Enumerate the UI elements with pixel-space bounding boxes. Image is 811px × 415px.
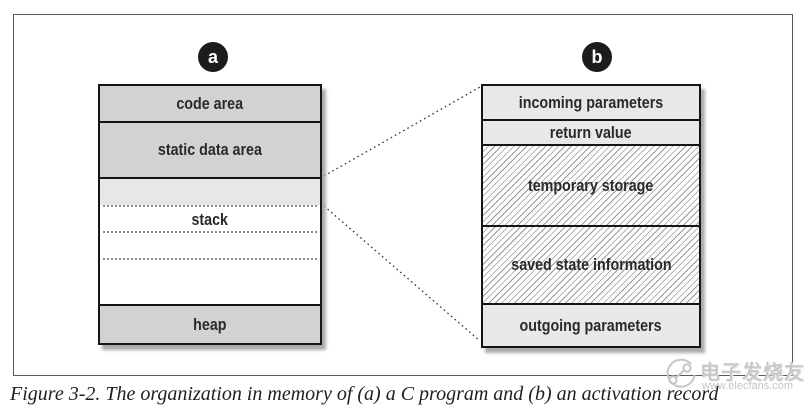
memory-diagram-a: code area static data area stack heap (98, 84, 322, 345)
section-heap-label: heap (193, 314, 227, 334)
stack-frame-divider-3 (103, 258, 317, 260)
section-stack-label-wrap: stack (100, 210, 320, 230)
section-return-value: return value (483, 121, 699, 146)
section-outgoing-parameters-label: outgoing parameters (519, 315, 663, 335)
section-saved-state-information-label: saved state information (510, 255, 672, 274)
section-stack: stack (100, 179, 320, 306)
badge-b: b (582, 42, 612, 72)
section-incoming-parameters-label: incoming parameters (518, 92, 664, 112)
watermark-url-text: www.elecfans.com (702, 380, 794, 392)
watermark-brand-text: 电子发烧友 (700, 362, 805, 384)
figure-caption: Figure 3-2. The organization in memory o… (10, 383, 719, 405)
section-outgoing-parameters: outgoing parameters (483, 305, 699, 346)
stack-shaded-band (100, 179, 320, 205)
section-static-data-area: static data area (100, 123, 320, 179)
section-temporary-storage: temporary storage (483, 146, 699, 227)
section-heap: heap (100, 306, 320, 343)
badge-a: a (198, 42, 228, 72)
section-code-area-label: code area (176, 93, 244, 113)
section-return-value-label: return value (550, 122, 632, 142)
elecfans-logo-icon (666, 358, 696, 388)
section-stack-label: stack (191, 210, 229, 229)
section-static-data-area-label: static data area (157, 140, 262, 159)
section-code-area: code area (100, 86, 320, 123)
activation-record-diagram-b: incoming parameters return value tempora… (481, 84, 701, 348)
section-saved-state-information: saved state information (483, 227, 699, 305)
watermark: 电子发烧友 www.elecfans.com (664, 350, 811, 402)
badge-b-label: b (591, 47, 603, 67)
section-temporary-storage-label: temporary storage (528, 175, 654, 195)
badge-a-label: a (207, 47, 218, 67)
stack-frame-divider-2 (103, 231, 317, 233)
stack-frame-divider-1 (103, 205, 317, 207)
section-incoming-parameters: incoming parameters (483, 86, 699, 121)
